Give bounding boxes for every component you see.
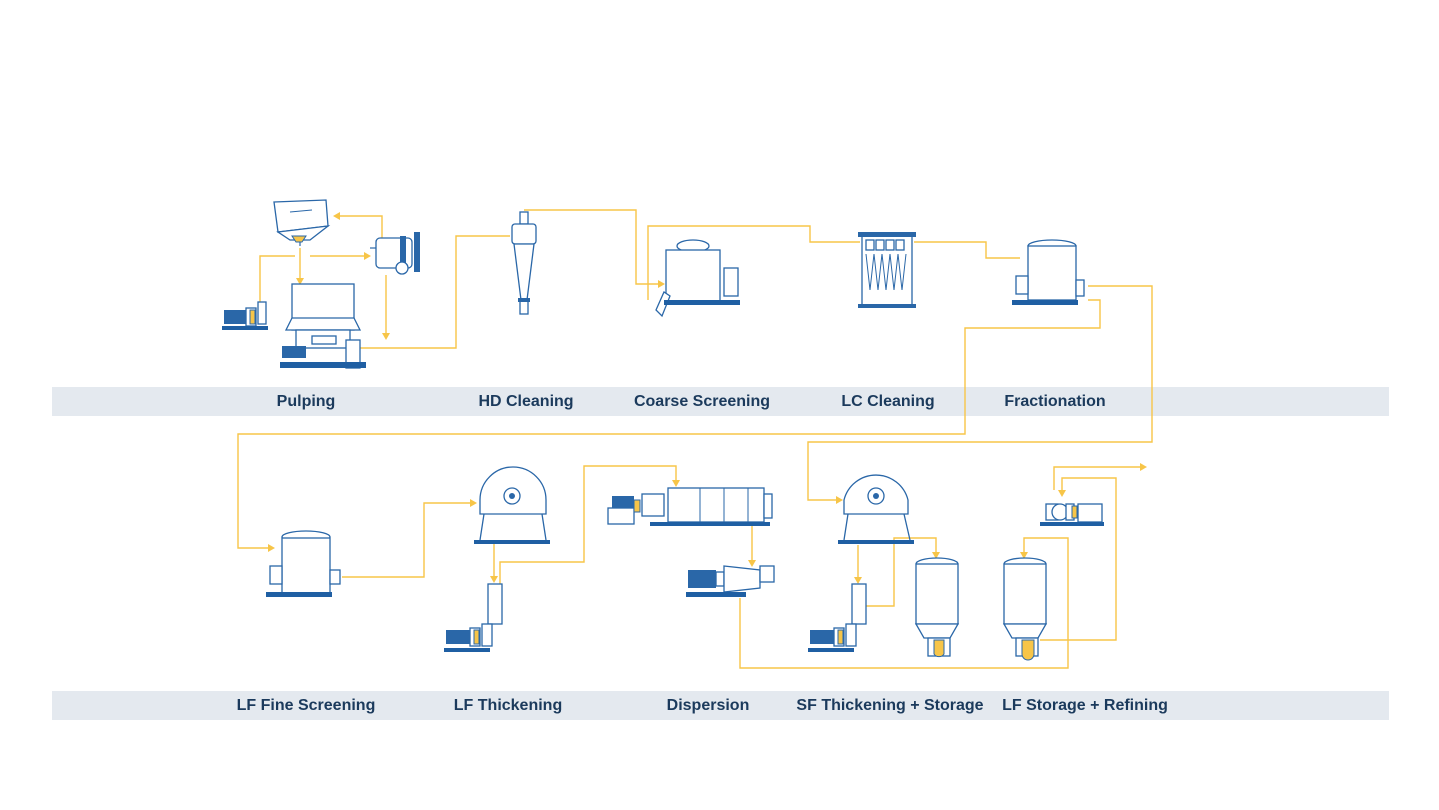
flow-line (259, 255, 295, 305)
arrow-down (748, 560, 756, 567)
flow-line (914, 241, 1020, 259)
stage-label-lf-thickening: LF Thickening (453, 697, 563, 714)
stage-band-bottom (52, 691, 1389, 720)
stage-label-lf-storage-refining: LF Storage + Refining (1002, 697, 1168, 714)
arrow-right (1140, 463, 1147, 471)
lf-storage-tower (1002, 557, 1048, 661)
stage-label-lf-fine-screening: LF Fine Screening (236, 697, 376, 714)
lf-fine-screen (266, 530, 341, 597)
lf-refiner (1040, 503, 1104, 526)
arrow-down (854, 577, 862, 584)
hd-cleaner (511, 211, 537, 315)
flow-line (524, 209, 658, 285)
arrow-down (490, 576, 498, 583)
flow-arrows (268, 212, 1147, 584)
arrow-down (382, 333, 390, 340)
arrow-left (333, 212, 340, 220)
flow-line (340, 215, 383, 240)
disperser-refiner (686, 565, 775, 597)
arrow-down (1058, 490, 1066, 497)
flow-line (866, 537, 937, 607)
stage-label-dispersion: Dispersion (666, 697, 750, 714)
arrow-right (836, 496, 843, 504)
arrow-right (364, 252, 371, 260)
arrow-down (1020, 552, 1028, 559)
lf-thickener (474, 466, 550, 544)
sf-thickening-pump (808, 583, 867, 652)
flow-line (807, 285, 1153, 501)
bale-hopper (273, 199, 331, 246)
coarse-screen (655, 239, 740, 318)
stage-label-lc-cleaning: LC Cleaning (841, 393, 935, 410)
stage-label-coarse-screening: Coarse Screening (633, 393, 771, 410)
arrow-down (672, 480, 680, 487)
drum-screen (370, 232, 420, 275)
stage-label-hd-cleaning: HD Cleaning (478, 393, 574, 410)
stage-label-fractionation: Fractionation (1004, 393, 1106, 410)
stage-label-pulping: Pulping (276, 393, 336, 410)
arrow-down (296, 278, 304, 285)
disperger-line (607, 487, 773, 526)
arrow-right (470, 499, 477, 507)
arrow-down (932, 552, 940, 559)
arrow-right (268, 544, 275, 552)
pulper-vat (280, 283, 366, 369)
sf-storage-tower (914, 557, 960, 658)
arrow-right (658, 280, 665, 288)
fractionator (1012, 239, 1085, 305)
pulping-equipment (222, 199, 420, 369)
stage-label-sf-thickening-storage: SF Thickening + Storage (796, 697, 984, 714)
flow-line (647, 225, 860, 300)
flow-line (499, 465, 677, 600)
flow-line (1040, 477, 1117, 641)
stage-band-top (52, 387, 1389, 416)
lf-thickening-pump (444, 583, 503, 652)
flow-line (1053, 466, 1140, 490)
flow-lines (237, 209, 1153, 669)
sf-thickener (838, 474, 914, 544)
flow-line (360, 235, 510, 349)
lc-cleaner-bank (858, 232, 916, 308)
pulping-pump (222, 301, 268, 330)
flow-line (342, 502, 470, 578)
flow-line (739, 537, 1069, 669)
flow-line (237, 299, 1101, 549)
